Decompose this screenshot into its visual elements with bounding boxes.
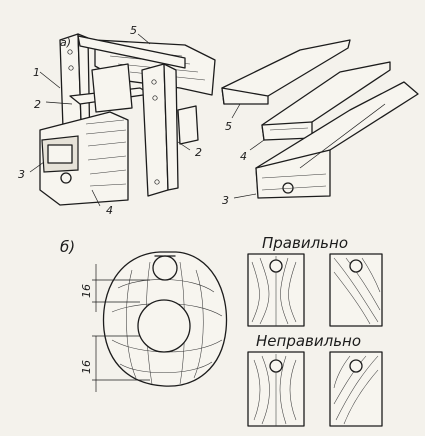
dimension-upper: 16 <box>80 284 93 298</box>
incorrect-heading: Неправильно <box>256 332 361 350</box>
correct-heading: Правильно <box>262 234 348 252</box>
incorrect-example-left <box>247 351 305 427</box>
dimension-lines <box>92 264 150 392</box>
label-4: 4 <box>106 204 113 217</box>
label-2-right: 2 <box>195 146 202 159</box>
label-2-left: 2 <box>34 98 41 111</box>
log-cross-section <box>102 251 228 387</box>
correct-example-left <box>247 253 305 327</box>
board-label-4: 4 <box>240 150 247 163</box>
label-1: 1 <box>33 66 40 79</box>
board-label-3: 3 <box>222 194 229 207</box>
correct-example-right <box>329 253 383 327</box>
part-a-caption: а) <box>60 36 71 49</box>
dimension-lower: 16 <box>80 360 93 374</box>
label-3-left: 3 <box>18 168 25 181</box>
label-5-top: 5 <box>130 24 137 37</box>
part-b-caption: б) <box>60 238 75 256</box>
board-label-5: 5 <box>225 120 232 133</box>
boards <box>221 39 419 199</box>
incorrect-example-right <box>329 351 383 427</box>
jig-assembly <box>29 33 216 207</box>
